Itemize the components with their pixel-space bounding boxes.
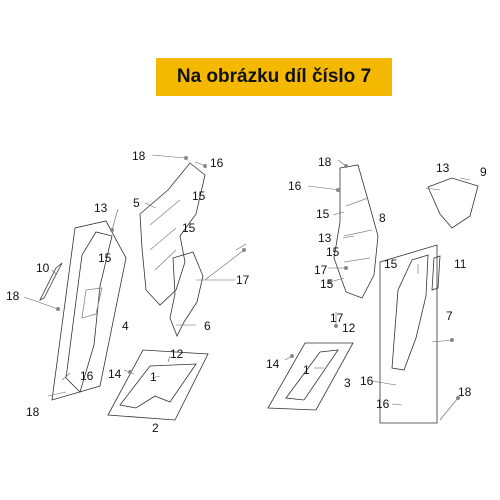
callout-15: 15	[192, 189, 206, 203]
frame-part-2	[107, 349, 209, 421]
callout-1: 1	[150, 370, 157, 384]
callout-15: 15	[316, 207, 330, 221]
callout-3: 3	[344, 376, 351, 390]
callout-13: 13	[436, 161, 450, 175]
callout-17: 17	[330, 311, 344, 325]
callout-9: 9	[480, 165, 487, 179]
callout-15: 15	[98, 251, 112, 265]
callout-13: 13	[318, 231, 332, 245]
title-banner: Na obrázku díl číslo 7	[156, 58, 392, 96]
callout-16: 16	[360, 374, 374, 388]
callout-8: 8	[379, 211, 386, 225]
part-4-panel	[65, 231, 113, 393]
callout-12: 12	[342, 321, 356, 335]
part-8-panel	[333, 164, 379, 299]
callout-14: 14	[108, 367, 122, 381]
part-9-cover	[427, 177, 479, 229]
callout-11: 11	[454, 257, 467, 271]
frame-part-3	[267, 342, 354, 411]
part-10-strip	[39, 262, 63, 301]
callout-1: 1	[303, 363, 310, 377]
callout-16: 16	[210, 156, 224, 170]
callout-2: 2	[152, 421, 159, 435]
callout-5: 5	[133, 196, 140, 210]
callout-18: 18	[6, 289, 20, 303]
callout-17: 17	[236, 273, 250, 287]
callout-16: 16	[80, 369, 94, 383]
callout-12: 12	[170, 347, 184, 361]
frame-part-7	[379, 244, 438, 424]
part-6-panel	[169, 251, 204, 337]
callout-15: 15	[320, 277, 334, 291]
part-3-bracket	[285, 349, 339, 401]
callout-15: 15	[326, 245, 340, 259]
callout-18: 18	[318, 155, 332, 169]
callout-14: 14	[266, 357, 280, 371]
callout-7: 7	[446, 309, 453, 323]
callout-6: 6	[204, 319, 211, 333]
callout-18: 18	[132, 149, 146, 163]
part-5-panel	[139, 162, 206, 306]
callout-15: 15	[182, 221, 196, 235]
banner-text: Na obrázku díl číslo 7	[176, 66, 372, 87]
part-11-strip	[431, 255, 441, 291]
callout-10: 10	[36, 261, 50, 275]
callout-18: 18	[458, 385, 472, 399]
part-7-panel	[391, 254, 429, 371]
callout-15: 15	[384, 257, 398, 271]
callout-16: 16	[288, 179, 302, 193]
callout-16: 16	[376, 397, 390, 411]
callout-13: 13	[94, 201, 108, 215]
callout-4: 4	[122, 319, 129, 333]
frame-part-4	[51, 220, 127, 401]
part-2-bracket	[119, 363, 197, 409]
callout-18: 18	[26, 405, 40, 419]
callout-17: 17	[314, 263, 328, 277]
